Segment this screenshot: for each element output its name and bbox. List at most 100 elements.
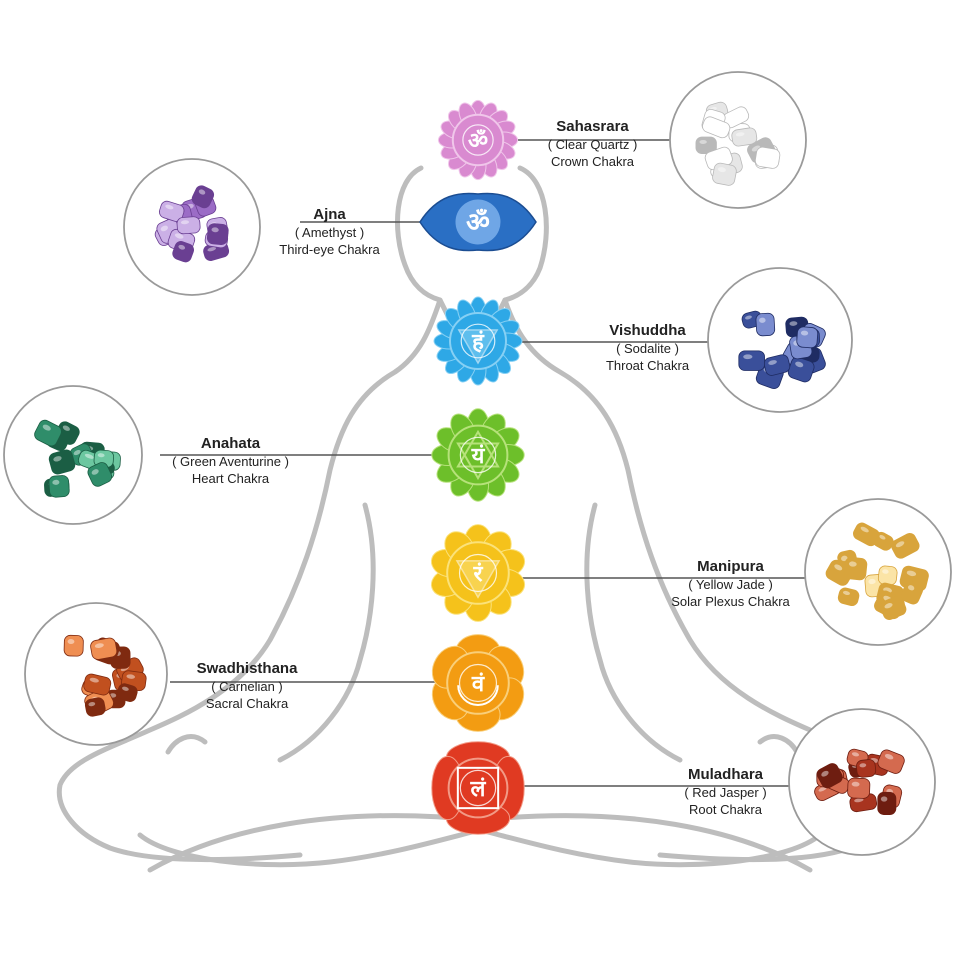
stone-highlight	[198, 189, 206, 195]
label-ajna: Ajna ( Amethyst ) Third-eye Chakra	[262, 205, 397, 258]
tumbled-stone	[763, 354, 791, 376]
tumbled-stone	[34, 419, 62, 447]
tumbled-stone	[877, 791, 897, 815]
tumbled-stone	[712, 162, 737, 186]
stone-circle-muladhara	[788, 708, 936, 856]
tumbled-stone	[90, 637, 118, 660]
chakra-symbol-muladhara: लं	[431, 741, 525, 835]
stone-highlight	[122, 686, 129, 691]
chakra-symbol-sahasrara: ॐ	[437, 99, 519, 181]
stone-highlight	[708, 120, 719, 126]
chakra-core-ring	[458, 553, 498, 593]
chakra-core-ring	[458, 663, 498, 703]
stone-highlight	[160, 225, 168, 232]
tumbled-stone	[877, 749, 905, 774]
stone-highlight	[88, 702, 96, 707]
tumbled-stone	[83, 673, 112, 696]
stone-highlight	[726, 113, 736, 119]
tumbled-stone	[738, 350, 765, 371]
stone-highlight	[841, 555, 848, 562]
stone-highlight	[851, 752, 860, 757]
body-outline-stroke	[277, 502, 376, 763]
tumbled-stone	[796, 326, 819, 349]
stone-highlight	[89, 677, 99, 683]
stone-highlight	[868, 578, 876, 585]
stone-highlight	[907, 585, 915, 591]
stone-highlight	[854, 798, 864, 803]
tumbled-stone	[63, 634, 84, 657]
tumbled-stone	[702, 116, 731, 139]
stone-highlight	[174, 233, 184, 239]
stone-highlight	[842, 590, 850, 596]
stone-circle-swadhisthana	[24, 602, 168, 746]
stone-circle-vishuddha	[707, 267, 853, 413]
tumbled-stone	[84, 697, 106, 717]
chakra-symbol-swadhisthana: वं	[431, 634, 525, 732]
chakra-inner-circle	[447, 757, 509, 819]
stone-circle-ajna	[123, 158, 261, 296]
chakra-inner-circle	[447, 424, 509, 486]
chakra-name: Vishuddha	[609, 322, 686, 339]
chakra-triangle	[457, 329, 499, 365]
tumbled-stone	[855, 759, 877, 778]
stone-highlight	[760, 150, 769, 156]
stone-highlight	[789, 321, 798, 326]
chakra-description: Root Chakra	[689, 802, 762, 817]
stone-highlight	[62, 425, 70, 431]
stone-highlight	[91, 469, 99, 475]
stone-highlight	[709, 153, 719, 159]
chakra-description: Crown Chakra	[550, 154, 635, 169]
tumbled-stone	[847, 777, 871, 799]
stone-highlight	[735, 132, 745, 137]
stone-highlight	[180, 220, 190, 225]
stone-name: ( Red Jasper )	[684, 785, 767, 800]
body-outline-stroke	[487, 165, 549, 333]
stone-name: ( Green Aventurine )	[172, 454, 289, 469]
body-outline-stroke	[757, 734, 800, 755]
chakra-name: Ajna	[313, 206, 346, 223]
chakra-symbol-anahata: यं	[431, 408, 525, 502]
stone-highlight	[97, 453, 105, 458]
label-vishuddha: Vishuddha ( Sodalite ) Throat Chakra	[575, 321, 720, 374]
stone-highlight	[759, 317, 766, 323]
stone-circle-anahata	[3, 385, 143, 525]
chakra-square	[456, 766, 500, 810]
stone-name: ( Clear Quartz )	[547, 137, 638, 152]
tumbled-stone	[891, 532, 920, 559]
stone-highlight	[699, 139, 707, 144]
chakra-name: Anahata	[200, 435, 261, 452]
stone-highlight	[795, 361, 804, 368]
stone-circle-sahasrara	[669, 71, 807, 209]
tumbled-stone	[755, 312, 776, 337]
stone-circle-frame	[24, 602, 168, 746]
stone-highlight	[67, 639, 75, 645]
label-manipura: Manipura ( Yellow Jade ) Solar Plexus Ch…	[648, 557, 813, 610]
body-outline-stroke	[165, 734, 208, 755]
tumbled-stone	[176, 216, 201, 235]
chakra-description: Solar Plexus Chakra	[671, 594, 790, 609]
stone-highlight	[178, 244, 186, 250]
chakra-core-ring	[460, 323, 496, 359]
chakra-core-ring	[459, 436, 497, 474]
chakra-bija-glyph: लं	[470, 777, 487, 802]
stone-highlight	[860, 526, 869, 533]
tumbled-stone	[191, 185, 215, 209]
chakra-name: Swadhisthana	[196, 660, 298, 677]
chakra-description: Heart Chakra	[191, 471, 270, 486]
stone-highlight	[768, 360, 777, 365]
chakra-name: Sahasrara	[556, 118, 629, 135]
chakra-bija-glyph: हं	[471, 330, 485, 355]
chakra-triangle	[456, 429, 500, 468]
tumbled-stone	[206, 223, 229, 246]
tumbled-stone	[754, 146, 781, 169]
chakra-core-ring	[462, 124, 494, 156]
stone-highlight	[848, 561, 857, 567]
body-outline-stroke	[56, 297, 443, 863]
chakra-name: Muladhara	[687, 766, 763, 783]
chakra-crescent	[457, 685, 499, 706]
chakra-bija-glyph: यं	[471, 444, 486, 469]
label-sahasrara: Sahasrara ( Clear Quartz ) Crown Chakra	[525, 117, 660, 170]
stone-highlight	[821, 770, 829, 777]
